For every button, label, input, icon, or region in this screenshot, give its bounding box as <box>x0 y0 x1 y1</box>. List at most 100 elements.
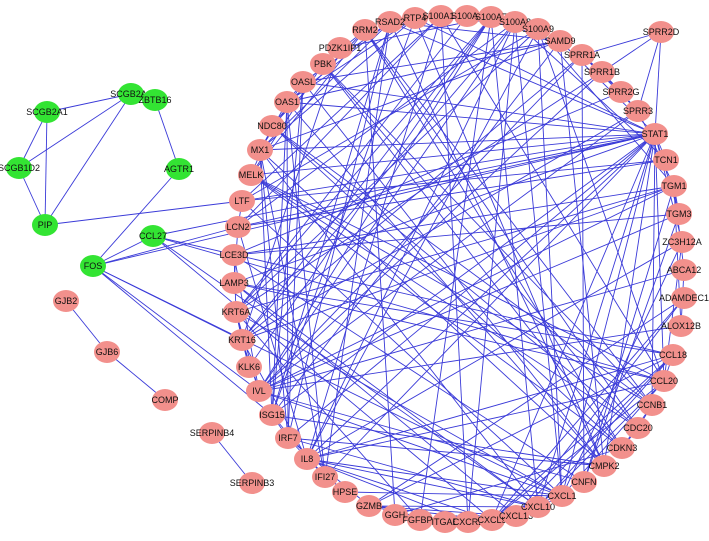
node-abca12[interactable]: ABCA12 <box>667 259 702 281</box>
node-circle <box>549 485 575 507</box>
node-alox12b[interactable]: ALOX12B <box>661 315 701 337</box>
node-s100a2[interactable]: S100A2 <box>451 5 483 27</box>
node-cnfn[interactable]: CNFN <box>571 471 597 493</box>
node-sprr2g[interactable]: SPRR2G <box>602 81 640 103</box>
node-lcn2[interactable]: LCN2 <box>225 216 251 238</box>
node-ndc80[interactable]: NDC80 <box>257 115 287 137</box>
node-circle <box>648 21 674 43</box>
edge-agtr1-fos <box>92 168 180 267</box>
node-label: MELK <box>239 170 264 180</box>
node-label: RRM2 <box>352 25 378 35</box>
node-fos[interactable]: FOS <box>80 255 106 277</box>
node-circle <box>238 164 264 186</box>
node-zbtb16[interactable]: ZBTB16 <box>138 89 172 111</box>
node-circle <box>454 5 480 27</box>
edge-hpse-cxcl1 <box>344 491 563 497</box>
node-oasl[interactable]: OASL <box>290 71 316 93</box>
node-circle <box>608 81 634 103</box>
node-irf7[interactable]: IRF7 <box>275 427 301 449</box>
node-scgb2a2[interactable]: SCGB2A2 <box>110 83 152 105</box>
node-ggh[interactable]: GGH <box>382 504 408 526</box>
node-s100a9[interactable]: S100A9 <box>522 18 554 40</box>
node-ivl[interactable]: IVL <box>246 380 272 402</box>
edge-oas1-isg15 <box>271 101 288 416</box>
node-rsad2[interactable]: RSAD2 <box>375 11 405 33</box>
node-scgb1d2[interactable]: SCGB1D2 <box>0 157 40 179</box>
node-mx1[interactable]: MX1 <box>247 139 273 161</box>
node-sprr2d[interactable]: SPRR2D <box>643 21 680 43</box>
node-lamp3[interactable]: LAMP3 <box>219 272 249 294</box>
edge-irf7-cxcl10 <box>287 437 539 508</box>
node-pbk[interactable]: PBK <box>310 53 336 75</box>
edge-mx1-ifi27 <box>259 149 326 478</box>
edge-s100a9-tgm1 <box>537 28 675 187</box>
node-ltf[interactable]: LTF <box>229 190 255 212</box>
node-tgm1[interactable]: TGM1 <box>661 175 687 197</box>
node-gjb2[interactable]: GJB2 <box>53 290 79 312</box>
node-sprr1a[interactable]: SPRR1A <box>564 44 600 66</box>
node-samd9[interactable]: SAMD9 <box>544 30 576 52</box>
node-cxcl13[interactable]: CXCL13 <box>499 505 533 527</box>
node-krt16[interactable]: KRT16 <box>228 329 256 351</box>
node-gzmb[interactable]: GZMB <box>356 495 382 517</box>
node-ccl20[interactable]: CCL20 <box>650 370 678 392</box>
node-s100a8[interactable]: S100A8 <box>499 11 531 33</box>
node-klk6[interactable]: KLK6 <box>236 356 262 378</box>
node-melk[interactable]: MELK <box>238 164 264 186</box>
node-krt6a[interactable]: KRT6A <box>222 301 251 323</box>
node-s100a12[interactable]: S100A12 <box>422 5 460 27</box>
node-cxcr2[interactable]: CXCR2 <box>453 511 484 533</box>
node-label: MX1 <box>251 145 270 155</box>
node-serpinb4[interactable]: SERPINB4 <box>190 422 235 444</box>
node-serpinb3[interactable]: SERPINB3 <box>230 472 275 494</box>
node-scgb2a1[interactable]: SCGB2A1 <box>26 101 68 123</box>
edge-fos-isg15 <box>92 265 273 416</box>
node-cxcl10[interactable]: CXCL10 <box>521 496 555 518</box>
node-rtp4[interactable]: RTP4 <box>402 7 428 29</box>
node-sprr3[interactable]: SPRR3 <box>623 100 653 122</box>
node-cxcl1[interactable]: CXCL1 <box>547 485 577 507</box>
node-cdkn3[interactable]: CDKN3 <box>607 437 638 459</box>
edge-ivl-abca12 <box>258 269 685 392</box>
node-ifi27[interactable]: IFI27 <box>312 466 338 488</box>
node-s100a7[interactable]: S100A7 <box>475 6 507 28</box>
node-circle <box>229 329 255 351</box>
node-rrm2[interactable]: RRM2 <box>352 19 378 41</box>
node-lce3d[interactable]: LCE3D <box>219 244 249 266</box>
node-fgfbp1[interactable]: FGFBP1 <box>402 509 438 531</box>
node-pip[interactable]: PIP <box>32 214 58 236</box>
node-circle <box>236 356 262 378</box>
node-label: CCL18 <box>659 350 687 360</box>
node-cdc20[interactable]: CDC20 <box>623 417 653 439</box>
node-circle <box>310 53 336 75</box>
node-cxcl9[interactable]: CXCL9 <box>477 509 507 531</box>
node-agtr1[interactable]: AGTR1 <box>164 158 194 180</box>
node-itgae[interactable]: ITGAE <box>431 511 459 533</box>
node-oas1[interactable]: OAS1 <box>274 91 300 113</box>
node-zc3h12a[interactable]: ZC3H12A <box>662 231 702 253</box>
node-ccl18[interactable]: CCL18 <box>659 344 687 366</box>
node-circle <box>569 44 595 66</box>
node-ccnb1[interactable]: CCNB1 <box>637 394 668 416</box>
node-circle <box>327 37 353 59</box>
edge-sprr1a-krt16 <box>241 54 583 341</box>
node-tgm3[interactable]: TGM3 <box>666 203 692 225</box>
node-gjb6[interactable]: GJB6 <box>94 341 120 363</box>
node-hpse[interactable]: HPSE <box>332 481 358 503</box>
node-isg15[interactable]: ISG15 <box>259 404 285 426</box>
node-label: SCGB1D2 <box>0 163 40 173</box>
node-label: GJB6 <box>96 347 119 357</box>
node-comp[interactable]: COMP <box>152 389 179 411</box>
node-il8[interactable]: IL8 <box>294 448 320 470</box>
edge-melk-ccl20 <box>250 174 665 382</box>
node-circle <box>589 61 615 83</box>
edge-zbtb16-agtr1 <box>154 99 180 170</box>
node-ccl27[interactable]: CCL27 <box>139 225 167 247</box>
node-tcn1[interactable]: TCN1 <box>653 149 679 171</box>
node-adamdec1[interactable]: ADAMDEC1 <box>659 287 709 309</box>
edge-il8-ccl20 <box>306 380 665 460</box>
node-pdzk1ip1[interactable]: PDZK1IP1 <box>319 37 362 59</box>
node-stat1[interactable]: STAT1 <box>642 123 669 145</box>
node-cmpk2[interactable]: CMPK2 <box>588 455 620 477</box>
node-sprr1b[interactable]: SPRR1B <box>584 61 620 83</box>
